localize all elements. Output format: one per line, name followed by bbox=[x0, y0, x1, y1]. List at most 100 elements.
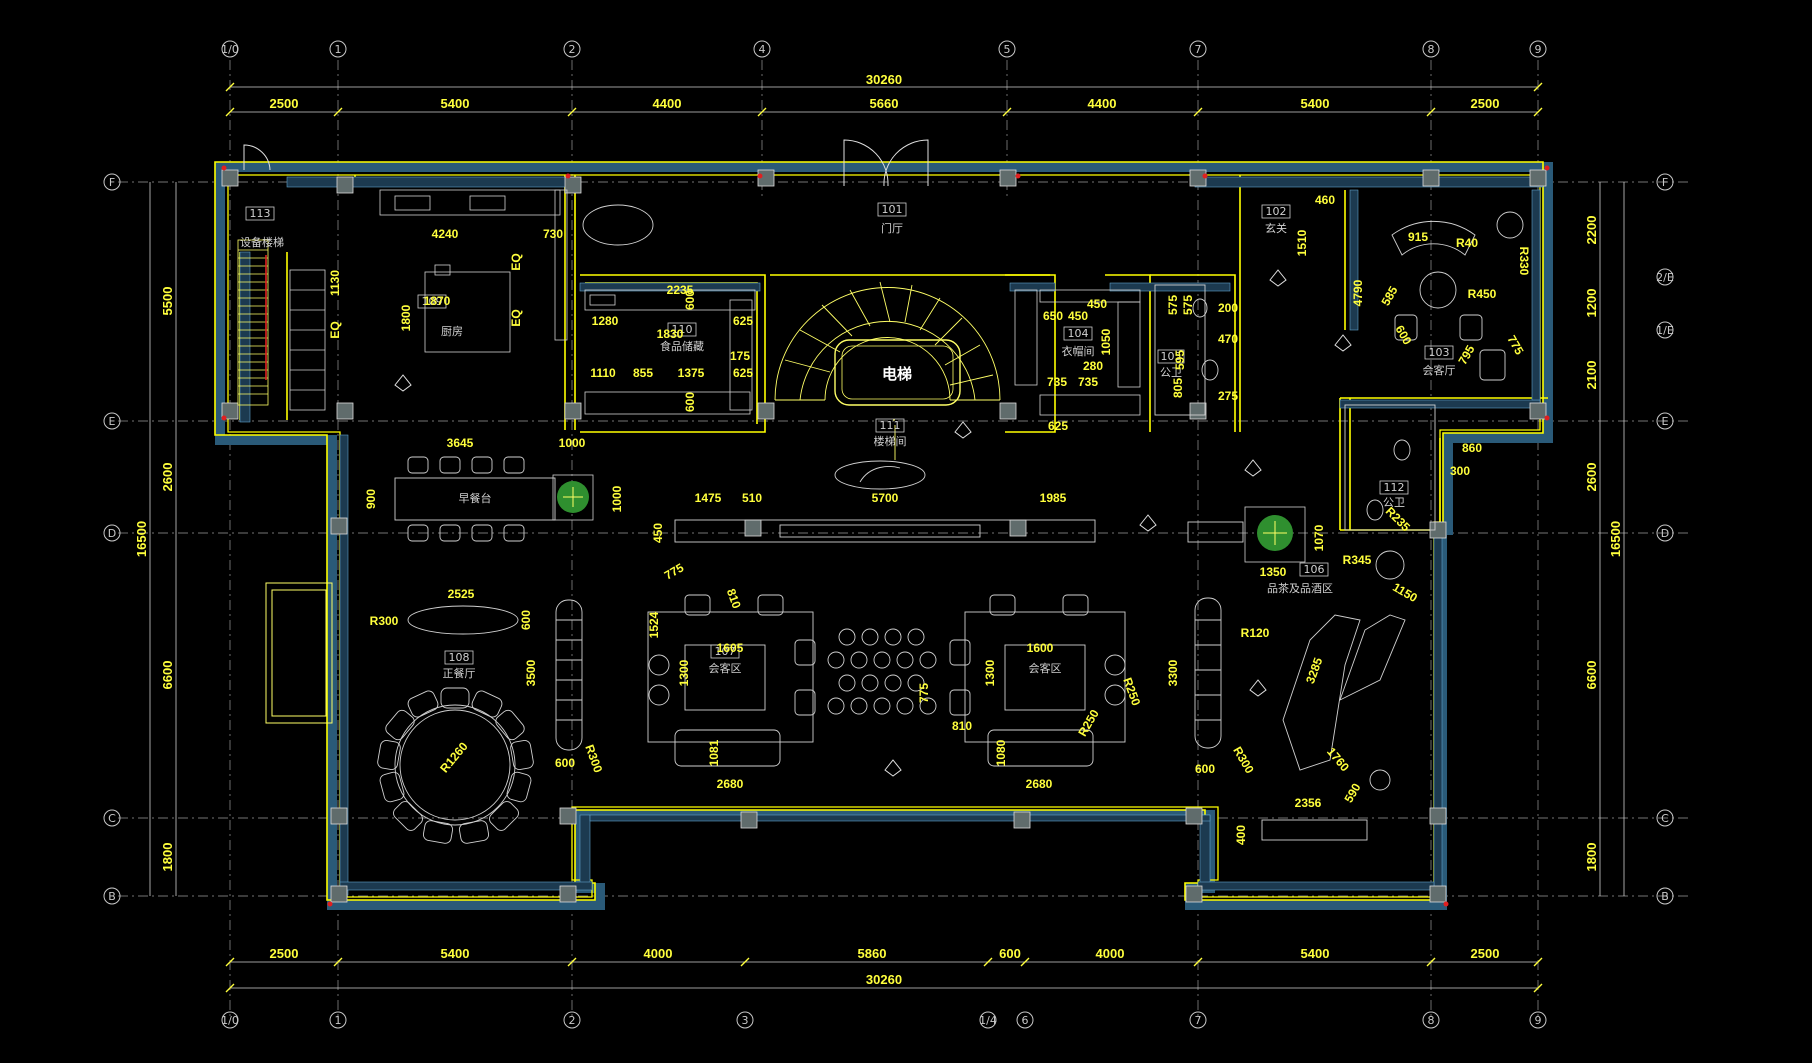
svg-text:575: 575 bbox=[1166, 295, 1180, 315]
plant-icons bbox=[552, 474, 1306, 563]
svg-text:1605: 1605 bbox=[717, 641, 744, 655]
dim-top-seg-5: 4400 bbox=[1088, 96, 1117, 111]
svg-text:810: 810 bbox=[952, 719, 972, 733]
svg-text:1280: 1280 bbox=[592, 314, 619, 328]
svg-text:625: 625 bbox=[1048, 419, 1068, 433]
svg-text:R450: R450 bbox=[1468, 287, 1497, 301]
svg-text:200: 200 bbox=[1218, 301, 1238, 315]
svg-text:855: 855 bbox=[633, 366, 653, 380]
svg-text:公卫: 公卫 bbox=[1383, 496, 1405, 509]
svg-text:650: 650 bbox=[1043, 309, 1063, 323]
dimension-text-left: 16500 5500 2600 6600 1800 bbox=[134, 287, 175, 872]
axis-right-2: 2/E bbox=[1656, 271, 1674, 284]
svg-text:1985: 1985 bbox=[1040, 491, 1067, 505]
svg-text:730: 730 bbox=[543, 227, 563, 241]
svg-text:1375: 1375 bbox=[678, 366, 705, 380]
tea-wine-area bbox=[1194, 550, 1406, 841]
exterior-wall-outline-outer bbox=[214, 161, 1544, 901]
spiral-staircase bbox=[774, 281, 1001, 460]
svg-text:107: 107 bbox=[715, 645, 736, 658]
axis-bottom-9: 9 bbox=[1535, 1014, 1542, 1027]
service-stairs bbox=[237, 239, 269, 406]
dim-right-seg-3: 2100 bbox=[1584, 361, 1599, 390]
svg-text:3645: 3645 bbox=[447, 436, 474, 450]
svg-text:门厅: 门厅 bbox=[881, 221, 903, 235]
svg-text:R300: R300 bbox=[370, 614, 399, 628]
svg-text:R345: R345 bbox=[1343, 553, 1372, 567]
svg-text:590: 590 bbox=[1341, 781, 1363, 806]
room-tag-110: 110 食品储藏 bbox=[660, 322, 704, 353]
lounge-left-label: 会客区 bbox=[709, 661, 742, 675]
svg-text:1524: 1524 bbox=[647, 611, 661, 638]
interior-walls bbox=[239, 175, 1548, 531]
axis-bubbles-bottom bbox=[221, 1011, 1547, 1029]
dim-bottom-seg-7: 5400 bbox=[1301, 946, 1330, 961]
axis-left-1: F bbox=[109, 176, 115, 189]
axis-top-8: 9 bbox=[1535, 43, 1542, 56]
kitchen-cabinets bbox=[289, 189, 568, 411]
room-tag-111: 111 楼梯间 bbox=[874, 418, 907, 448]
svg-text:2525: 2525 bbox=[448, 587, 475, 601]
room-tag-105: 105 公卫 bbox=[1157, 349, 1185, 379]
svg-text:575: 575 bbox=[1181, 295, 1195, 315]
axis-right-1: F bbox=[1662, 176, 1668, 189]
svg-text:111: 111 bbox=[880, 419, 901, 432]
svg-text:1070: 1070 bbox=[1312, 524, 1326, 551]
reception-seating bbox=[1391, 211, 1524, 381]
dim-right-seg-6: 1800 bbox=[1584, 843, 1599, 872]
dim-right-seg-4: 2600 bbox=[1584, 463, 1599, 492]
elevator-label: 电梯 bbox=[882, 365, 912, 383]
axis-bottom-6: 6 bbox=[1022, 1014, 1029, 1027]
breakfast-table: 早餐台 bbox=[394, 456, 556, 542]
svg-text:4240: 4240 bbox=[432, 227, 459, 241]
breakfast-table-label: 早餐台 bbox=[459, 491, 492, 505]
svg-text:104: 104 bbox=[1068, 327, 1089, 340]
dimension-text-right: 16500 2200 1200 2100 2600 6600 1800 bbox=[1584, 216, 1623, 872]
svg-text:595: 595 bbox=[1173, 350, 1187, 370]
svg-text:625: 625 bbox=[733, 366, 753, 380]
svg-text:450: 450 bbox=[1068, 309, 1088, 323]
axis-top-7: 8 bbox=[1428, 43, 1435, 56]
lounge-left: 会客区 bbox=[647, 594, 816, 767]
svg-text:2680: 2680 bbox=[1026, 777, 1053, 791]
svg-text:1300: 1300 bbox=[677, 659, 691, 686]
svg-text:4790: 4790 bbox=[1351, 279, 1365, 306]
dim-top-seg-3: 4400 bbox=[653, 96, 682, 111]
svg-text:470: 470 bbox=[1218, 332, 1238, 346]
room-tag-103: 103 会客厅 bbox=[1423, 345, 1456, 377]
dining-round-table bbox=[377, 599, 583, 844]
svg-text:1870: 1870 bbox=[424, 294, 451, 308]
axis-top-1: 1/0 bbox=[221, 43, 239, 56]
svg-text:品茶及品酒区: 品茶及品酒区 bbox=[1267, 582, 1333, 595]
svg-text:R40: R40 bbox=[1456, 236, 1478, 250]
svg-text:设备楼梯: 设备楼梯 bbox=[240, 235, 284, 249]
dim-left-seg-1: 5500 bbox=[160, 287, 175, 316]
dim-left-seg-4: 1800 bbox=[160, 843, 175, 872]
svg-text:450: 450 bbox=[651, 523, 665, 543]
axis-grid bbox=[118, 60, 1690, 1020]
dim-top-seg-4: 5660 bbox=[870, 96, 899, 111]
svg-text:300: 300 bbox=[1450, 464, 1470, 478]
svg-text:900: 900 bbox=[364, 489, 378, 509]
room-tag-109: 109 厨房 bbox=[417, 294, 463, 338]
room-tag-112: 112 公卫 bbox=[1379, 480, 1409, 509]
svg-text:3300: 3300 bbox=[1166, 659, 1180, 686]
dim-bottom-seg-2: 5400 bbox=[441, 946, 470, 961]
dim-top-seg-1: 2500 bbox=[270, 96, 299, 111]
svg-text:450: 450 bbox=[1087, 297, 1107, 311]
svg-text:1830: 1830 bbox=[657, 327, 684, 341]
room-tag-106: 106 品茶及品酒区 bbox=[1267, 562, 1333, 595]
toilet-fixtures bbox=[1154, 284, 1436, 531]
svg-text:5700: 5700 bbox=[872, 491, 899, 505]
svg-text:1475: 1475 bbox=[695, 491, 722, 505]
dim-bottom-seg-6: 4000 bbox=[1096, 946, 1125, 961]
dim-bottom-seg-4: 5860 bbox=[858, 946, 887, 961]
dim-right-total: 16500 bbox=[1608, 521, 1623, 557]
axis-left-2: E bbox=[109, 415, 116, 428]
svg-text:1080: 1080 bbox=[994, 739, 1008, 766]
svg-text:1000: 1000 bbox=[610, 485, 624, 512]
lounge-right-label: 会客区 bbox=[1029, 661, 1062, 675]
svg-text:食品储藏: 食品储藏 bbox=[660, 339, 704, 353]
dim-left-total: 16500 bbox=[134, 521, 149, 557]
axis-bottom-1: 1/0 bbox=[221, 1014, 239, 1027]
